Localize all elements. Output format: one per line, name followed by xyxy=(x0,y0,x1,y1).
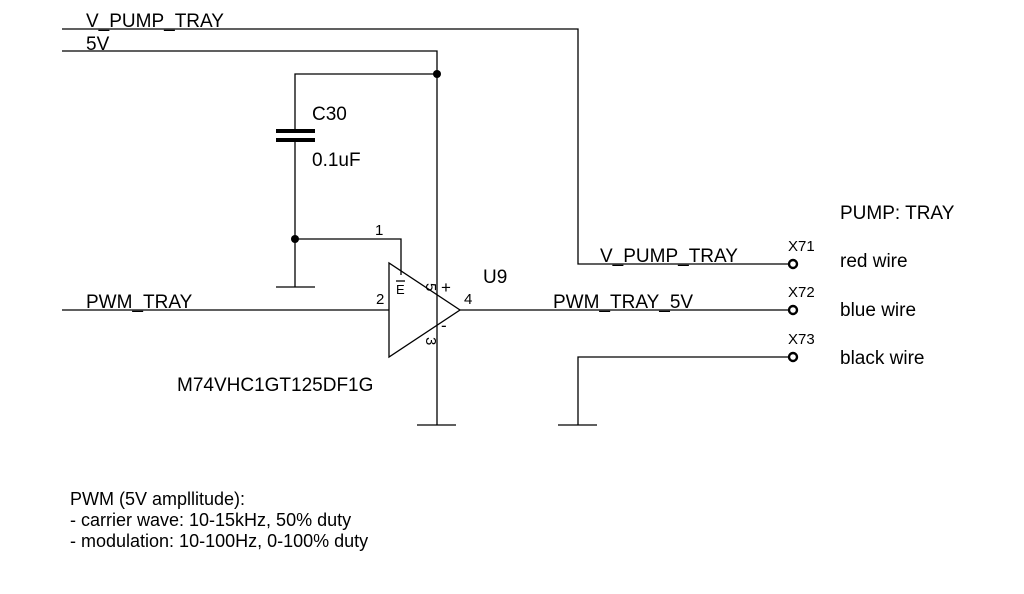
buffer-part-number: M74VHC1GT125DF1G xyxy=(177,375,373,396)
net-label-5v: 5V xyxy=(86,34,110,55)
pin-number-oe: 1 xyxy=(375,222,383,239)
connector-ref-x73: X73 xyxy=(788,331,815,348)
wire-v-pump-tray xyxy=(62,28,790,265)
connector-pin-x73 xyxy=(787,351,799,363)
connector-pin-x71 xyxy=(787,258,799,270)
note-line-modulation: - modulation: 10-100Hz, 0-100% duty xyxy=(70,531,369,551)
pin-number-in: 2 xyxy=(376,291,384,308)
pin-number-gnd: 3 xyxy=(422,337,439,345)
buffer-oe-symbol: E xyxy=(396,282,405,297)
net-label-v-pump-tray-right: V_PUMP_TRAY xyxy=(600,246,738,267)
wire-5v xyxy=(62,50,438,425)
connector-label-black-wire: black wire xyxy=(840,348,924,369)
buffer-minus: - xyxy=(441,316,447,335)
net-label-pwm-tray: PWM_TRAY xyxy=(86,292,193,313)
pwm-notes: PWM (5V ampllitude): - carrier wave: 10-… xyxy=(70,489,368,552)
pin-number-out: 4 xyxy=(464,291,472,308)
connector-ref-x72: X72 xyxy=(788,284,815,301)
connector-ref-x71: X71 xyxy=(788,238,815,255)
connector-pin-x72 xyxy=(787,304,799,316)
note-line-carrier: - carrier wave: 10-15kHz, 50% duty xyxy=(70,510,352,530)
pin-number-vcc: 5 xyxy=(422,283,439,291)
connector-label-red-wire: red wire xyxy=(840,251,908,272)
connector-label-blue-wire: blue wire xyxy=(840,300,916,321)
net-label-v-pump-tray-top: V_PUMP_TRAY xyxy=(86,11,224,32)
connector-title: PUMP: TRAY xyxy=(840,203,955,224)
wire-cap-top xyxy=(294,73,437,131)
capacitor-ref: C30 xyxy=(312,104,347,125)
wire-oe xyxy=(295,238,402,275)
wire-black xyxy=(577,356,790,425)
net-label-pwm-tray-5v: PWM_TRAY_5V xyxy=(553,292,693,313)
buffer-ref: U9 xyxy=(483,267,507,288)
capacitor-value: 0.1uF xyxy=(312,150,361,171)
note-line-title: PWM (5V ampllitude): xyxy=(70,489,246,509)
buffer-plus: + xyxy=(441,278,451,297)
